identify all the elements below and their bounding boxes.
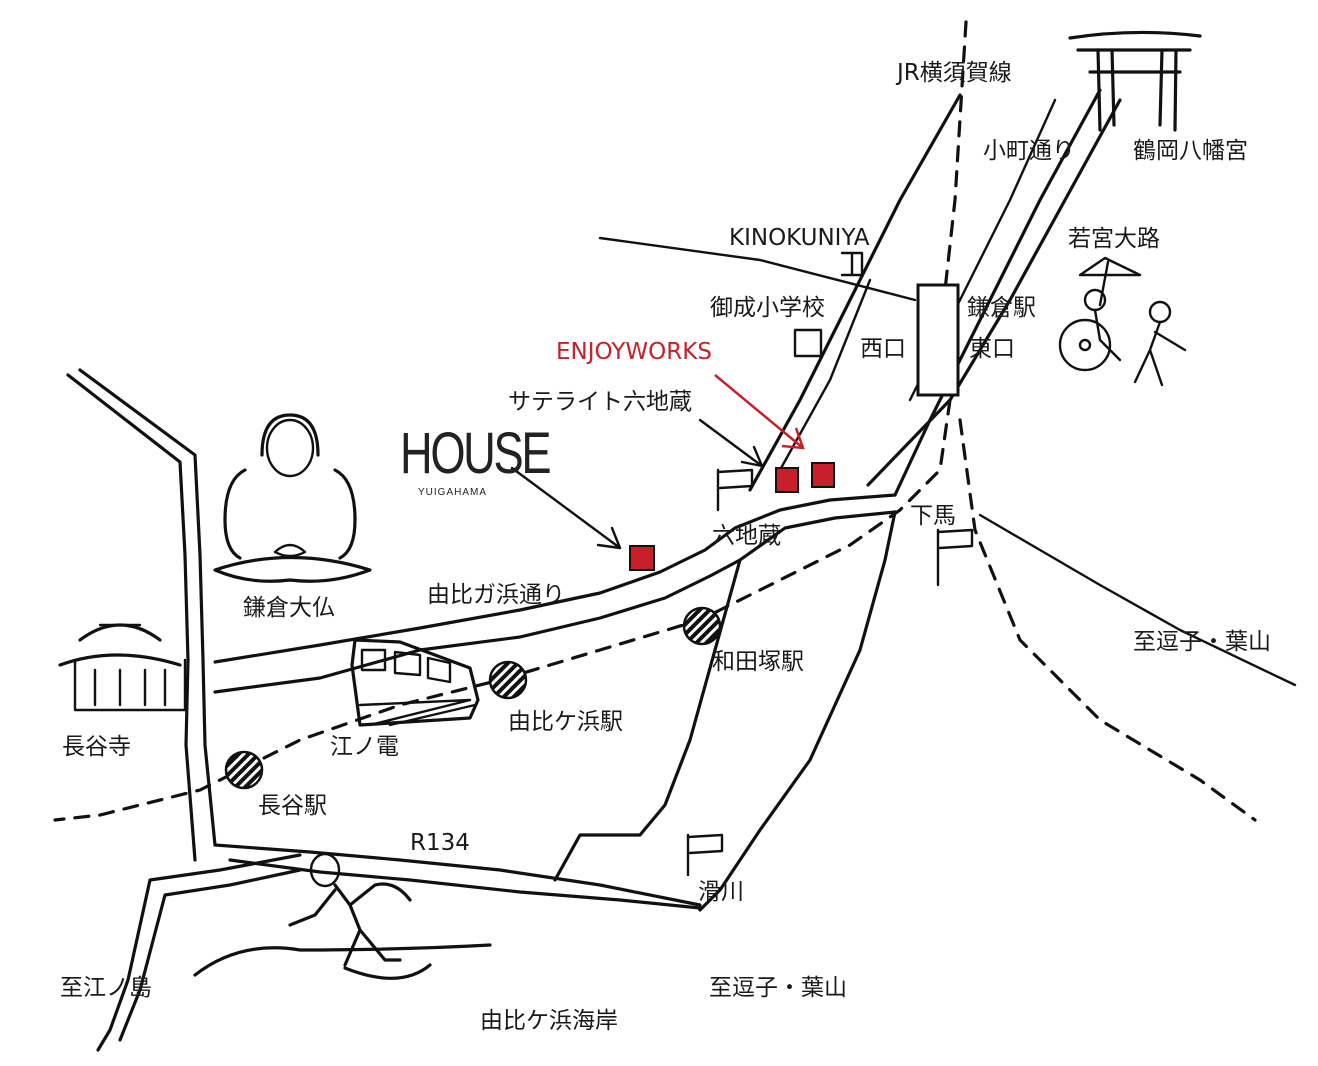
- house-logo: HOUSE: [400, 421, 552, 486]
- label-yuigahama-dori: 由比ガ浜通り: [427, 582, 565, 608]
- label-east-exit: 東口: [969, 336, 1015, 362]
- rickshaw-illustration: [1058, 256, 1187, 387]
- label-yuigahama-beach: 由比ケ浜海岸: [480, 1008, 618, 1034]
- roads: [66, 88, 1297, 1052]
- label-namerigawa: 滑川: [698, 879, 744, 905]
- label-hasedera: 長谷寺: [62, 734, 131, 760]
- label-yuigahama-station: 由比ケ浜駅: [508, 709, 623, 735]
- marker-satellite-rokujizo[interactable]: [775, 467, 799, 493]
- arrow-satellite: [698, 418, 764, 468]
- label-satellite-rokujizo[interactable]: サテライト六地蔵: [508, 389, 692, 415]
- marker-enjoyworks[interactable]: [811, 462, 835, 488]
- label-komachi-dori: 小町通り: [983, 138, 1075, 164]
- house-logo-subtitle: YUIGAHAMA: [418, 487, 488, 498]
- label-kinokuniya: KINOKUNIYA: [729, 225, 870, 251]
- school-icon: [793, 328, 823, 358]
- surfer-illustration: [193, 852, 492, 980]
- label-to-zushi-hayama-south: 至逗子・葉山: [709, 975, 847, 1001]
- label-jr-line: JR横須賀線: [897, 60, 1012, 86]
- label-onari-school: 御成小学校: [710, 295, 825, 321]
- label-enoden: 江ノ電: [330, 734, 399, 760]
- yuigahama-station-icon: [488, 660, 528, 700]
- rail-lines: [53, 20, 1257, 822]
- label-geba: 下馬: [910, 503, 956, 529]
- label-hase-station: 長谷駅: [258, 793, 327, 819]
- label-r134: R134: [410, 830, 470, 856]
- flag-icon-geba: [936, 528, 974, 587]
- label-rokujizo: 六地蔵: [712, 523, 781, 549]
- kamakura-station-building: [916, 283, 960, 397]
- torii-icon: [1068, 30, 1202, 132]
- label-west-exit: 西口: [860, 336, 906, 362]
- arrow-enjoyworks: [714, 374, 805, 450]
- flag-icon-namerigawa: [686, 833, 724, 877]
- label-kamakura-station: 鎌倉駅: [967, 295, 1036, 321]
- marker-house-yuigahama[interactable]: [629, 545, 655, 571]
- enoden-train-illustration: [350, 638, 480, 727]
- label-daibutsu: 鎌倉大仏: [243, 595, 335, 621]
- kinokuniya-icon: [840, 251, 864, 277]
- label-wakamiya-oji: 若宮大路: [1068, 226, 1160, 252]
- label-wadazuka-station: 和田塚駅: [712, 649, 804, 675]
- hase-station-icon: [224, 750, 264, 790]
- hasedera-illustration: [58, 623, 187, 712]
- flag-icon-rokujizo: [716, 468, 754, 512]
- label-to-zushi-hayama-east: 至逗子・葉山: [1133, 629, 1271, 655]
- label-to-enoshima: 至江ノ島: [60, 975, 152, 1001]
- daibutsu-illustration: [213, 413, 372, 583]
- label-hachimangu: 鶴岡八幡宮: [1133, 138, 1248, 164]
- wadazuka-station-icon: [682, 606, 722, 646]
- arrow-house: [510, 466, 622, 550]
- label-enjoyworks[interactable]: ENJOYWORKS: [556, 339, 712, 365]
